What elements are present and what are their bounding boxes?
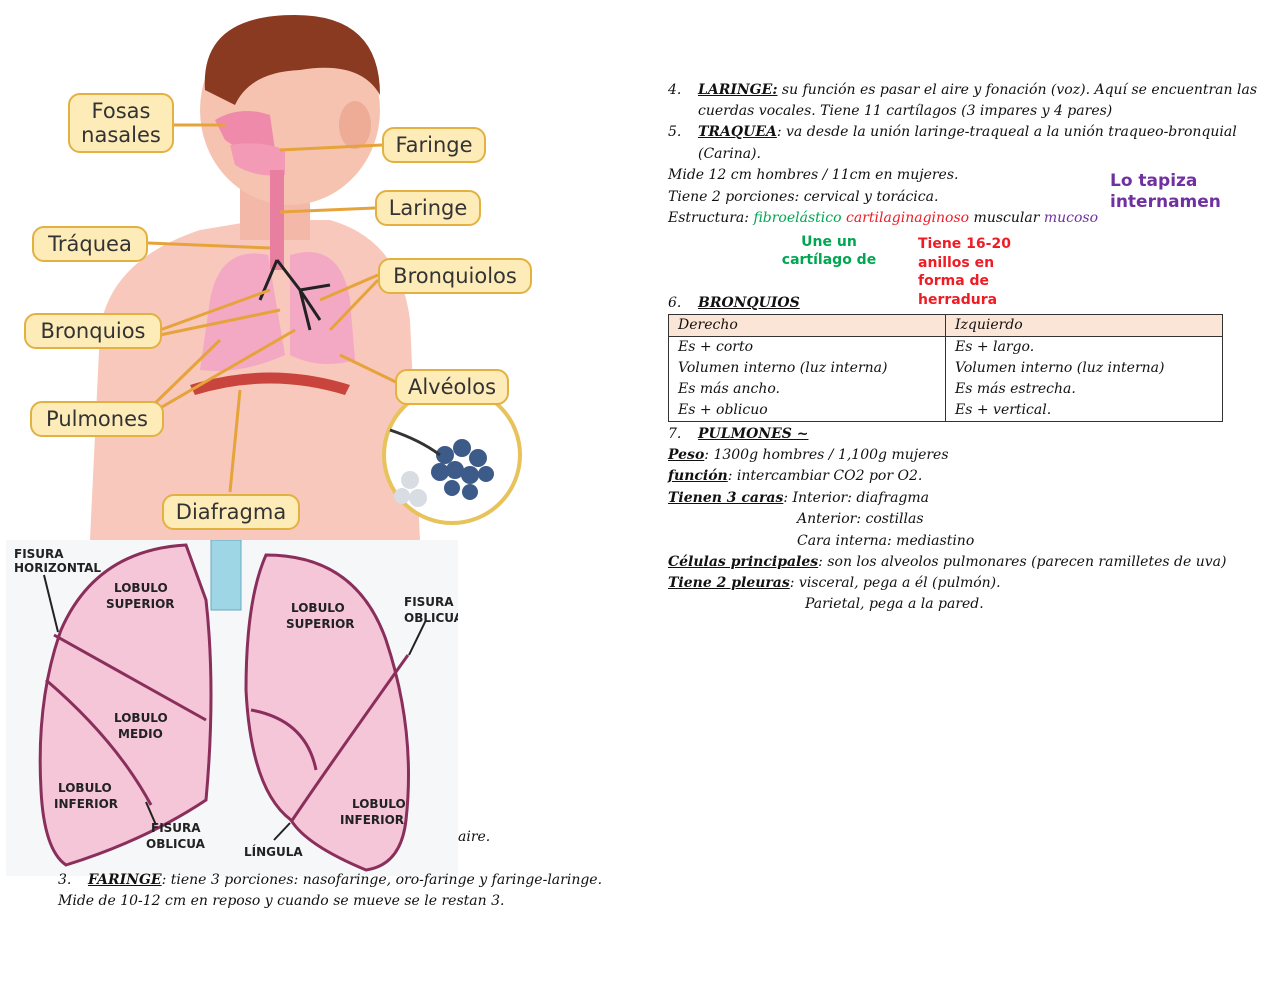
lung-label-lobulo-inferior-right: LOBULO <box>352 797 406 811</box>
item-3-faringe: 3. FARINGE: tiene 3 porciones: nasofaring… <box>58 870 602 891</box>
pleuras-label: Tiene 2 pleuras <box>668 575 790 591</box>
item-5-number: 5. <box>668 124 682 140</box>
item-6-bronquios: 6. BRONQUIOS <box>668 293 800 314</box>
funcion-text: : intercambiar CO2 por O2. <box>727 468 923 484</box>
lung-label-lobulo-superior-left: LOBULO <box>114 581 168 595</box>
label-faringe: Faringe <box>382 127 486 163</box>
item-4-text: su función es pasar el aire y fonación (… <box>777 82 1258 98</box>
respiratory-illustration <box>90 15 522 540</box>
lung-lobes-figure: FISURA HORIZONTAL LOBULO SUPERIOR LOBULO… <box>6 539 464 876</box>
item-5-line2: (Carina). <box>698 146 761 162</box>
respiratory-system-figure: Fosas nasales Faringe Laringe Tráquea Br… <box>0 0 560 540</box>
item-5-traquea: 5. TRAQUEA: va desde la unión laringe-tra… <box>668 122 1237 143</box>
item-3-text: : tiene 3 porciones: nasofaringe, oro-fa… <box>161 872 603 888</box>
item-3-title: FARINGE <box>88 872 162 888</box>
derecho-item: Volumen interno (luz interna) <box>678 360 888 376</box>
estructura-fibroelastico: fibroelástico <box>753 210 842 226</box>
derecho-cell: Es + corto Volumen interno (luz interna)… <box>668 336 946 422</box>
lung-label-lobulo-inferior-left-2: INFERIOR <box>54 797 118 811</box>
lung-label-lobulo-inferior-left: LOBULO <box>58 781 112 795</box>
item-4-line2: cuerdas vocales. Tiene 11 cartílagos (3 … <box>698 103 1113 119</box>
caras-label: Tienen 3 caras <box>668 490 784 506</box>
lung-label-fisura-horizontal-2: HORIZONTAL <box>14 561 101 575</box>
item-3-line2: Mide de 10-12 cm en reposo y cuando se m… <box>58 893 505 909</box>
peso-text: : 1300g hombres / 1,100g mujeres <box>704 447 949 463</box>
item-5-title: TRAQUEA <box>698 124 777 140</box>
pulmones-celulas: Células principales: son los alveolos pu… <box>668 552 1226 573</box>
derecho-item: Es + oblicuo <box>678 402 768 418</box>
caras-interna: Cara interna: mediastino <box>797 533 975 549</box>
bronquios-table-wrapper: Derecho Izquierdo Es + corto Volumen int… <box>668 314 1223 422</box>
item-4-number: 4. <box>668 82 682 98</box>
item-4-laringe: 4. LARINGE: su función es pasar el aire y… <box>668 80 1257 101</box>
izquierdo-item: Volumen interno (luz interna) <box>955 360 1165 376</box>
lung-label-lobulo-inferior-right-2: INFERIOR <box>340 813 404 827</box>
traquea-porciones: Tiene 2 porciones: cervical y torácica. <box>668 189 939 205</box>
celulas-text: : son los alveolos pulmonares (parecen r… <box>818 554 1227 570</box>
caras-anterior: Anterior: costillas <box>797 511 924 527</box>
caras-text: : Interior: diafragma <box>783 490 930 506</box>
izquierdo-item: Es más estrecha. <box>955 381 1076 397</box>
funcion-label: función <box>668 468 728 484</box>
estructura-label: Estructura: <box>668 210 754 226</box>
label-fosas-nasales: Fosas nasales <box>68 93 174 153</box>
pulmones-caras: Tienen 3 caras: Interior: diafragma <box>668 488 929 509</box>
table-header-row: Derecho Izquierdo <box>668 314 1223 337</box>
item-7-title: PULMONES ~ <box>698 426 809 442</box>
item-6-number: 6. <box>668 295 682 311</box>
item-3-number: 3. <box>58 872 72 888</box>
izquierdo-item: Es + vertical. <box>955 402 1052 418</box>
lung-label-lobulo-superior-left-2: SUPERIOR <box>106 597 175 611</box>
lung-label-fisura-oblicua-bottom: FISURA <box>151 821 201 835</box>
item-7-pulmones: 7. PULMONES ~ <box>668 424 808 445</box>
lung-label-lobulo-superior-right: LOBULO <box>291 601 345 615</box>
item-6-title: BRONQUIOS <box>698 295 800 311</box>
estructura-cartilaginoso: cartilaginaginoso <box>845 210 970 226</box>
label-bronquios: Bronquios <box>24 313 162 349</box>
label-diafragma: Diafragma <box>162 494 300 530</box>
derecho-item: Es + corto <box>678 339 754 355</box>
comment-purple: Lo tapiza internamen <box>1110 171 1221 212</box>
label-traquea: Tráquea <box>32 226 148 262</box>
label-bronquiolos: Bronquiolos <box>378 258 532 294</box>
label-pulmones: Pulmones <box>30 401 164 437</box>
izquierdo-item: Es + largo. <box>955 339 1035 355</box>
partial-line: aire. <box>458 829 491 845</box>
traquea-estructura: Estructura: fibroelástico cartilaginagin… <box>668 208 1098 229</box>
lung-label-fisura-oblicua-right-2: OBLICUA <box>404 611 458 625</box>
celulas-label: Células principales <box>668 554 819 570</box>
izquierdo-cell: Es + largo. Volumen interno (luz interna… <box>945 336 1223 422</box>
lung-lobes-illustration: FISURA HORIZONTAL LOBULO SUPERIOR LOBULO… <box>14 539 464 872</box>
label-laringe: Laringe <box>375 190 481 226</box>
lung-label-fisura-horizontal: FISURA <box>14 547 64 561</box>
item-5-text: : va desde la unión laringe-traqueal a l… <box>776 124 1237 140</box>
header-derecho: Derecho <box>668 314 946 337</box>
lung-label-lobulo-medio: LOBULO <box>114 711 168 725</box>
lung-label-lingula: LÍNGULA <box>244 844 303 859</box>
lung-label-fisura-oblicua-right: FISURA <box>404 595 454 609</box>
peso-label: Peso <box>668 447 705 463</box>
item-4-title: LARINGE: <box>698 82 778 98</box>
estructura-mucoso: mucoso <box>1043 210 1099 226</box>
pulmones-funcion: función: intercambiar CO2 por O2. <box>668 466 922 487</box>
derecho-item: Es más ancho. <box>678 381 780 397</box>
header-izquierdo: Izquierdo <box>945 314 1223 337</box>
lung-label-fisura-oblicua-bottom-2: OBLICUA <box>146 837 206 851</box>
pulmones-peso: Peso: 1300g hombres / 1,100g mujeres <box>668 445 949 466</box>
pleuras-text: : visceral, pega a él (pulmón). <box>789 575 1001 591</box>
estructura-muscular: muscular <box>969 210 1044 226</box>
bronquios-table: Derecho Izquierdo Es + corto Volumen int… <box>668 314 1223 422</box>
item-7-number: 7. <box>668 426 682 442</box>
comment-red-text: Tiene 16-20 anillos en forma de herradur… <box>918 236 1011 308</box>
table-row: Es + corto Volumen interno (luz interna)… <box>668 336 1223 422</box>
comment-green: Une un cartílago de <box>781 234 877 268</box>
label-alveolos: Alvéolos <box>395 369 509 405</box>
pulmones-pleuras: Tiene 2 pleuras: visceral, pega a él (pu… <box>668 573 1001 594</box>
lung-label-lobulo-medio-2: MEDIO <box>118 727 163 741</box>
comment-red: Tiene 16-20 anillos en forma de herradur… <box>918 235 1038 313</box>
lung-label-lobulo-superior-right-2: SUPERIOR <box>286 617 355 631</box>
traquea-mide: Mide 12 cm hombres / 11cm en mujeres. <box>668 167 959 183</box>
pleuras-parietal: Parietal, pega a la pared. <box>805 596 984 612</box>
